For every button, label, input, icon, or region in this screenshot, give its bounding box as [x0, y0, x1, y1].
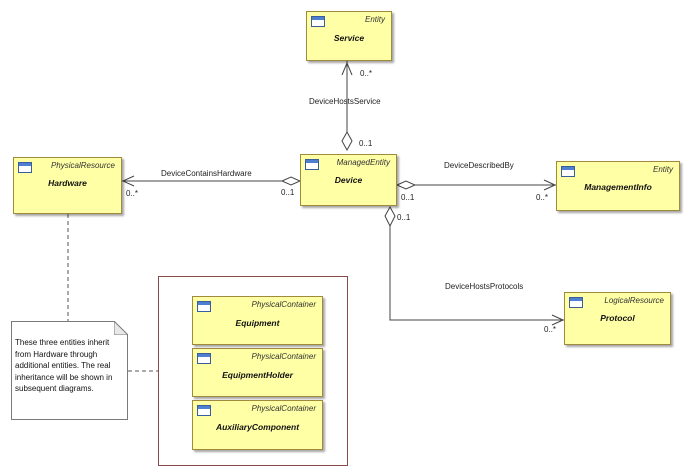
class-equipment-holder[interactable]: PhysicalContainer EquipmentHolder [192, 348, 323, 397]
class-name: Hardware [48, 178, 87, 188]
class-auxiliary-component[interactable]: PhysicalContainer AuxiliaryComponent [192, 400, 323, 450]
class-stereotype: PhysicalContainer [251, 300, 316, 309]
group-frame [158, 276, 348, 466]
class-icon [569, 297, 583, 308]
arrowhead-hardware [121, 175, 135, 187]
class-icon [311, 16, 325, 27]
association-line-hosts-protocols [389, 226, 564, 321]
arrowhead-management-info [543, 179, 557, 191]
class-name: Device [334, 175, 363, 185]
class-stereotype: Entity [364, 15, 385, 24]
class-name: EquipmentHolder [222, 370, 293, 380]
multiplicity-service-end: 0..* [360, 69, 373, 78]
multiplicity-management-info-end: 0..* [536, 193, 549, 202]
class-stereotype: Entity [652, 165, 673, 174]
aggregation-diamond-described-by [395, 180, 417, 190]
aggregation-diamond-contains-hardware [280, 176, 302, 186]
association-label-contains-hardware: DeviceContainsHardware [161, 169, 252, 178]
class-equipment[interactable]: PhysicalContainer Equipment [192, 296, 323, 345]
class-name: Service [333, 33, 365, 43]
class-hardware[interactable]: PhysicalResource Hardware [13, 157, 122, 214]
multiplicity-device-end: 0..1 [397, 213, 411, 222]
multiplicity-device-end: 0..1 [401, 193, 415, 202]
class-name: AuxiliaryComponent [215, 422, 300, 432]
multiplicity-device-end: 0..1 [281, 188, 295, 197]
association-label-hosts-service: DeviceHostsService [309, 97, 381, 106]
class-name: Protocol [600, 313, 635, 323]
class-stereotype: PhysicalContainer [251, 352, 316, 361]
class-protocol[interactable]: LogicalResource Protocol [564, 292, 671, 345]
note[interactable] [11, 321, 128, 420]
aggregation-diamond-hosts-protocols [384, 205, 396, 228]
aggregation-diamond-hosts-service [341, 130, 353, 152]
class-management-info[interactable]: Entity ManagementInfo [556, 161, 680, 211]
class-stereotype: LogicalResource [604, 296, 664, 305]
class-service[interactable]: Entity Service [306, 11, 392, 61]
class-stereotype: PhysicalResource [50, 161, 115, 170]
class-icon [197, 301, 211, 312]
arrowhead-service [341, 61, 353, 76]
class-stereotype: PhysicalContainer [251, 404, 316, 413]
class-icon [197, 353, 211, 364]
association-label-hosts-protocols: DeviceHostsProtocols [445, 282, 524, 291]
class-icon [197, 405, 211, 416]
class-stereotype: ManagedEntity [336, 158, 390, 167]
multiplicity-hardware-end: 0..* [126, 189, 139, 198]
class-name: Equipment [235, 318, 280, 328]
note-corner-fold [114, 321, 128, 335]
multiplicity-protocol-end: 0..* [544, 325, 557, 334]
class-icon [18, 162, 32, 173]
arrowhead-protocol [551, 314, 565, 326]
class-icon [305, 159, 319, 170]
class-name: ManagementInfo [584, 182, 652, 192]
note-text: These three entities inherit from Hardwa… [15, 338, 113, 393]
association-label-described-by: DeviceDescribedBy [444, 161, 514, 170]
class-icon [561, 166, 575, 177]
class-device[interactable]: ManagedEntity Device [300, 154, 397, 206]
multiplicity-device-end: 0..1 [359, 139, 373, 148]
